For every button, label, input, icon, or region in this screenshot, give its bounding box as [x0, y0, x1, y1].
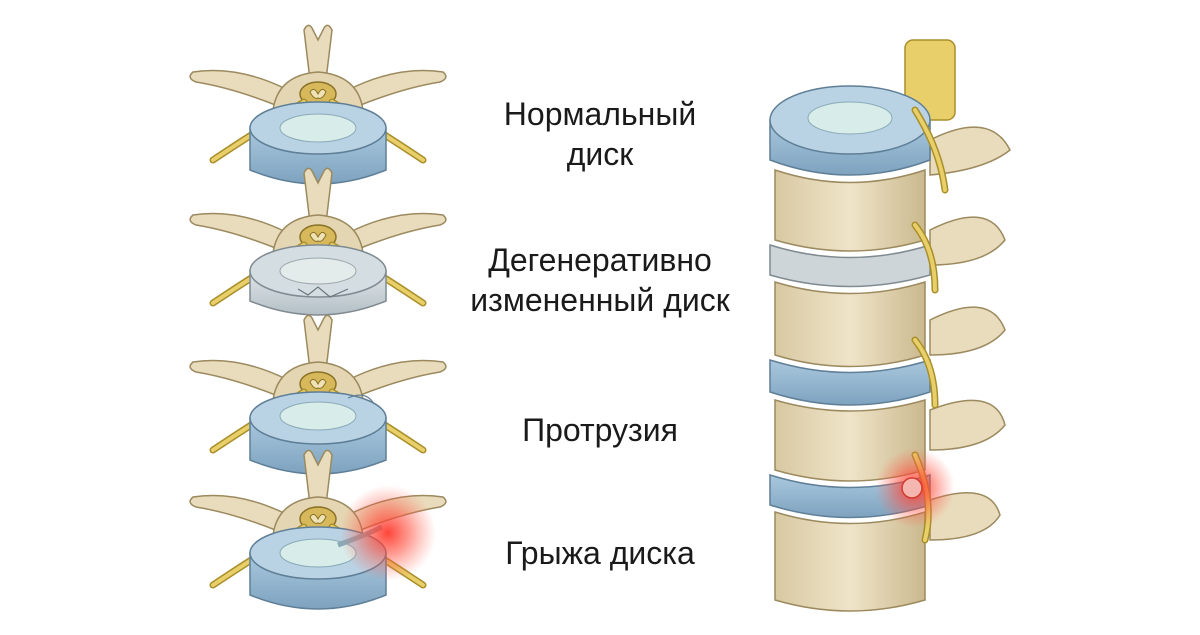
label-normal-disc: Нормальный диск	[503, 96, 697, 172]
spine-column	[769, 39, 1011, 612]
label-herniation: Грыжа диска	[505, 535, 695, 571]
vertebra-degenerative	[190, 168, 446, 316]
vertebra-protrusion	[190, 315, 446, 475]
label-protrusion: Протрузия	[522, 412, 678, 448]
label-degenerative-disc: Дегенеративно измененный диск	[470, 242, 730, 318]
inflammation-glow	[340, 485, 436, 581]
vertebra-herniation	[190, 450, 446, 610]
vertebra-normal	[190, 25, 446, 185]
